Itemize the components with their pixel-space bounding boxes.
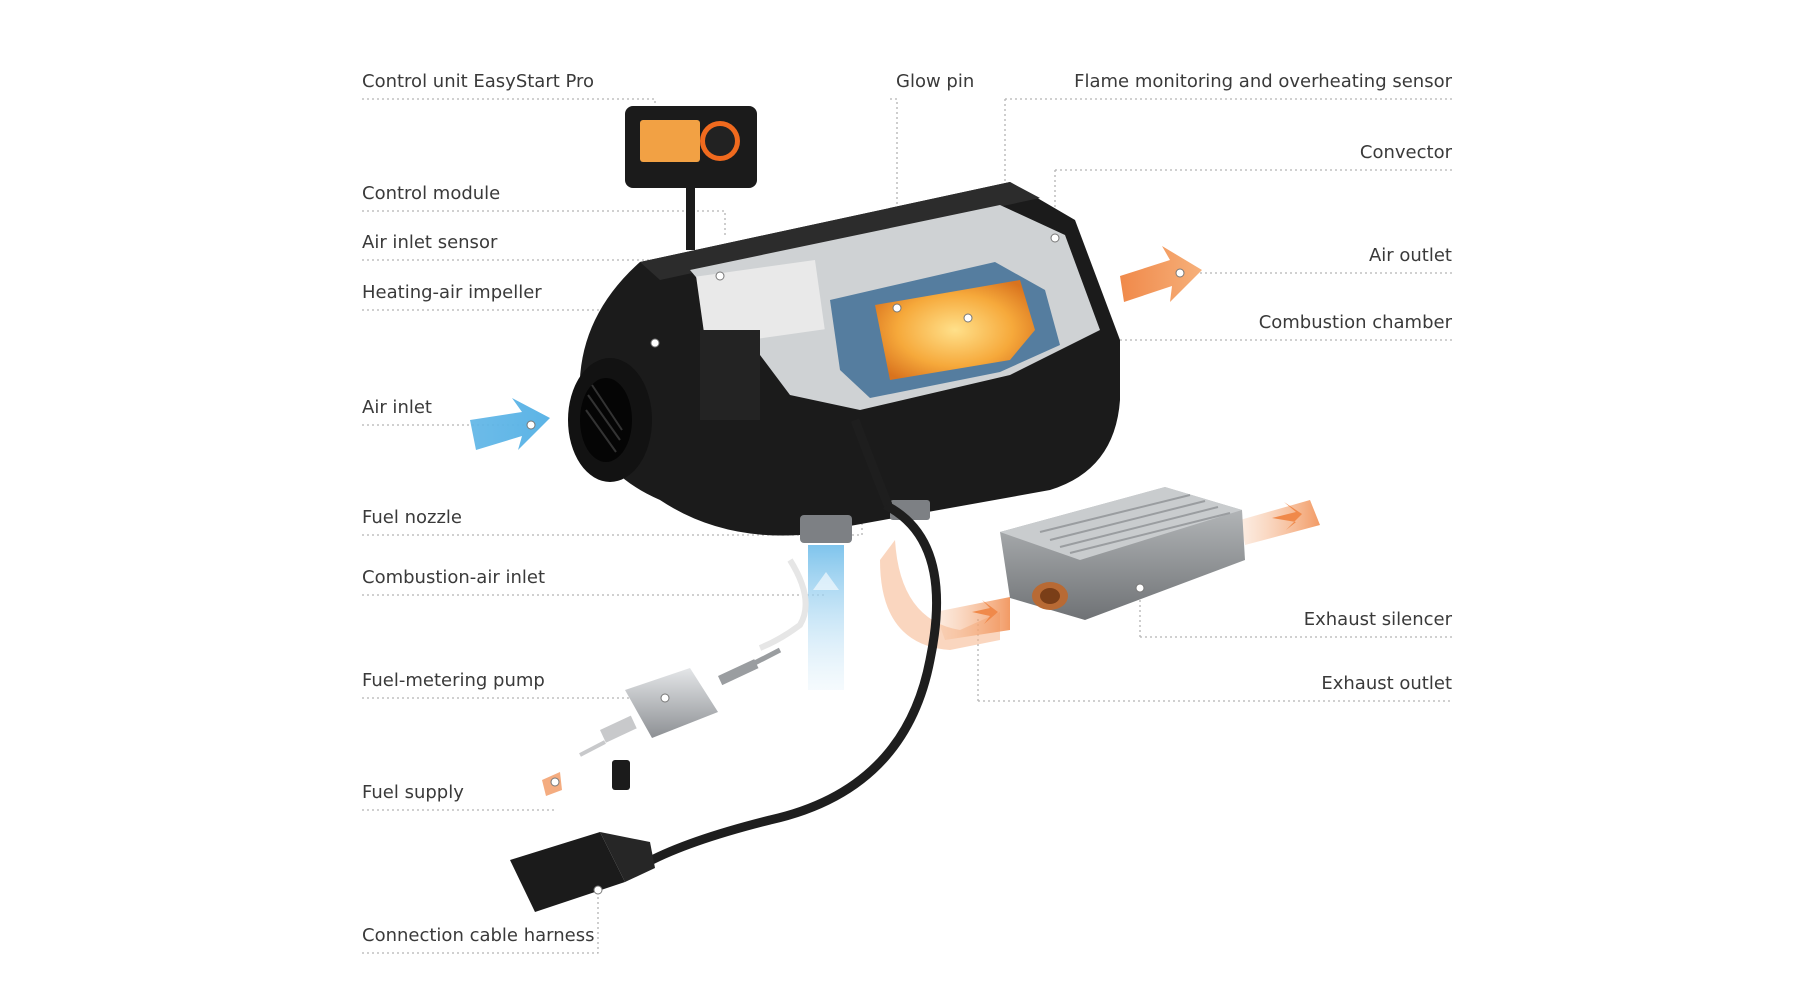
connector <box>510 832 655 912</box>
label-air-inlet: Air inlet <box>362 397 432 418</box>
label-control-unit: Control unit EasyStart Pro <box>362 71 595 92</box>
exhaust-outlet-stream <box>1240 500 1320 545</box>
label-convector: Convector <box>1359 142 1452 163</box>
label-glow-pin: Glow pin <box>896 71 975 92</box>
exhaust-silencer <box>1000 487 1245 620</box>
fuel-metering-pump <box>579 558 809 790</box>
heater-body <box>568 182 1120 543</box>
label-flame-sensor: Flame monitoring and overheating sensor <box>1074 71 1452 92</box>
label-fuel-nozzle: Fuel nozzle <box>362 507 462 528</box>
air-inlet-arrow-icon <box>470 398 550 450</box>
label-fuel-metering-pump: Fuel-metering pump <box>362 670 545 691</box>
control-unit <box>625 106 757 250</box>
label-connection-cable-harness: Connection cable harness <box>362 925 595 946</box>
label-combustion-chamber: Combustion chamber <box>1258 312 1452 333</box>
label-fuel-supply: Fuel supply <box>362 782 464 803</box>
label-control-module: Control module <box>362 183 501 204</box>
exhaust-stream <box>880 540 1000 650</box>
flame <box>875 280 1035 380</box>
label-exhaust-silencer: Exhaust silencer <box>1303 609 1452 630</box>
label-heating-air-impeller: Heating-air impeller <box>362 282 542 303</box>
arrow-up-icon <box>813 572 839 590</box>
label-exhaust-outlet: Exhaust outlet <box>1321 673 1452 694</box>
label-air-inlet-sensor: Air inlet sensor <box>362 232 498 253</box>
arrow-right-icon <box>972 600 998 624</box>
air-outlet-arrow-icon <box>1120 246 1202 302</box>
label-air-outlet: Air outlet <box>1368 245 1452 266</box>
combustion-air-stream <box>808 545 844 690</box>
arrow-right-icon <box>1272 502 1302 530</box>
label-combustion-air-inlet: Combustion-air inlet <box>362 567 545 588</box>
cable <box>645 500 942 866</box>
